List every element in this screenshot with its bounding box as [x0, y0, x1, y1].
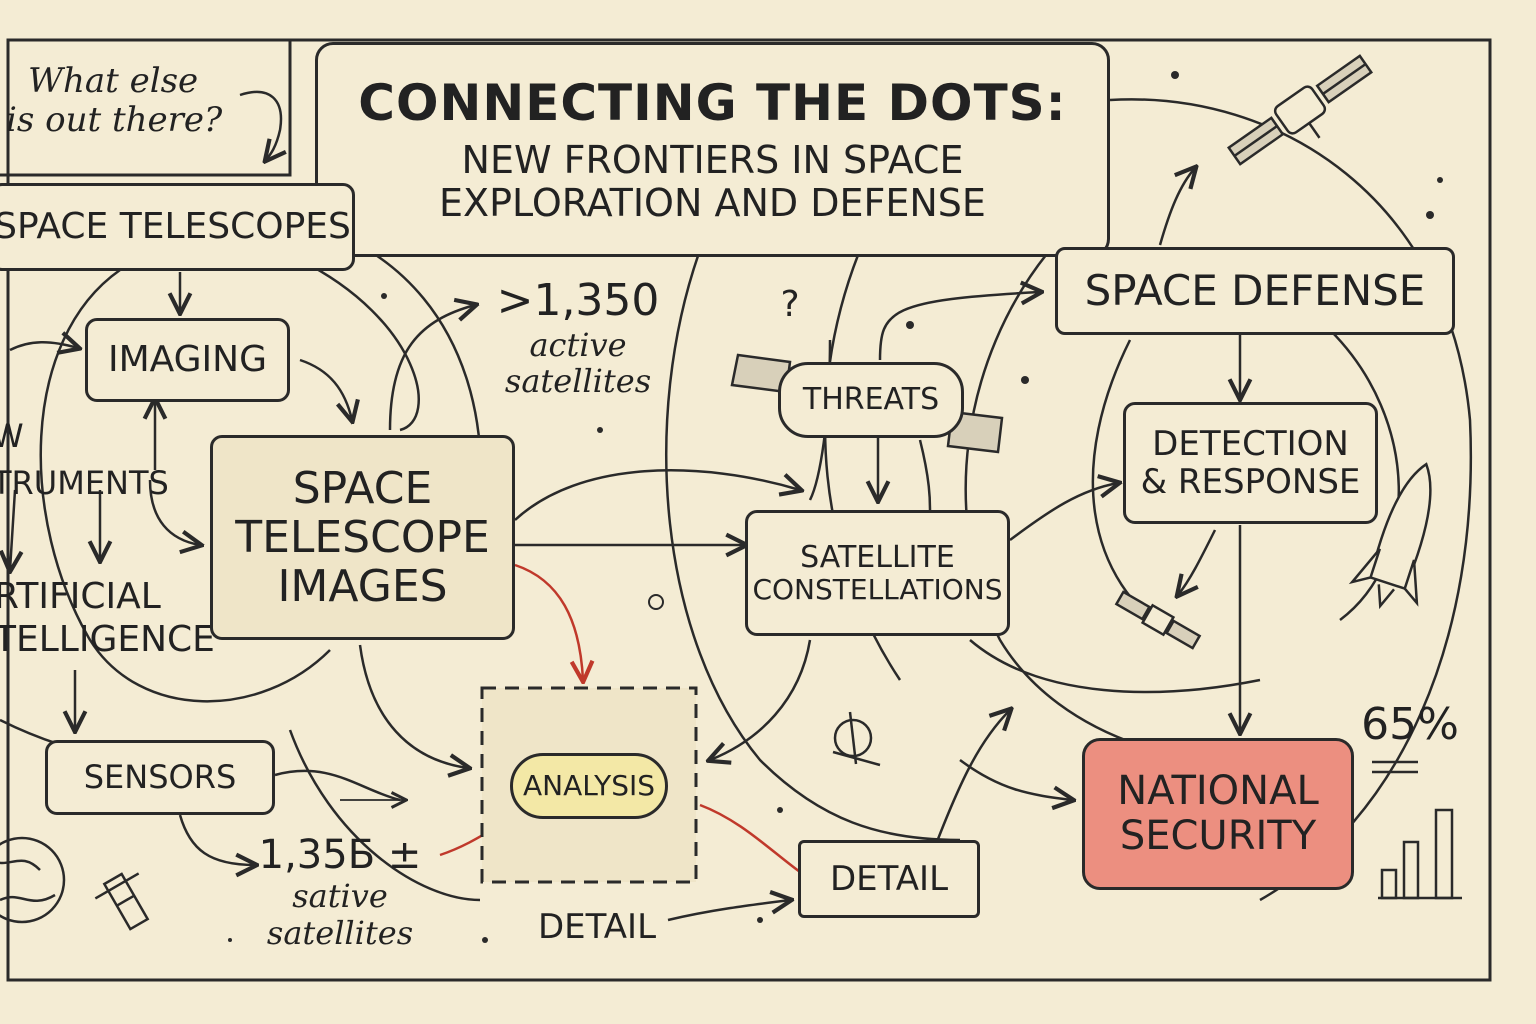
- telescope-icon: [94, 872, 150, 931]
- stat-active-satellites: >1,350 active satellites: [478, 275, 678, 401]
- node-detection-line1: DETECTION: [1152, 423, 1349, 464]
- note-question-line2: is out there?: [6, 100, 223, 141]
- node-artificial-intelligence: RTIFICIAL TELLIGENCE: [0, 576, 215, 661]
- node-detail-label: DETAIL: [537, 907, 657, 947]
- node-sat-const-line2: CONSTELLATIONS: [752, 573, 1003, 607]
- node-new-instruments: W TRUMENTS: [0, 418, 182, 502]
- node-space-telescope-images: SPACE TELESCOPE IMAGES: [210, 435, 515, 640]
- node-sensors: SENSORS: [45, 740, 275, 815]
- node-detection-line2: & RESPONSE: [1140, 462, 1361, 502]
- node-imaging: IMAGING: [85, 318, 290, 402]
- title-sub-line2: EXPLORATION AND DEFENSE: [439, 180, 986, 225]
- stat-top-label-line2: satellites: [504, 362, 652, 401]
- satellite-icon: [1226, 54, 1374, 166]
- stat-bottom-label-line2: satellites: [266, 913, 414, 952]
- title-main: CONNECTING THE DOTS:: [358, 73, 1067, 132]
- note-question: What else is out there?: [6, 61, 236, 141]
- title-box: CONNECTING THE DOTS: NEW FRONTIERS IN SP…: [315, 42, 1110, 257]
- stat-sative-satellites: 1,35Б ± sative satellites: [235, 832, 445, 952]
- node-threats: THREATS: [778, 362, 964, 438]
- node-new-instruments-line1: W: [0, 417, 24, 455]
- arrows: [10, 90, 1240, 922]
- crosshair-icon: [832, 711, 881, 767]
- node-sat-const-line1: SATELLITE: [800, 539, 955, 575]
- stat-top-label-line1: active: [529, 325, 627, 364]
- texture-dots: [228, 71, 1443, 943]
- node-space-defense: SPACE DEFENSE: [1055, 247, 1455, 335]
- note-divider: [0, 40, 292, 177]
- stat-top-value: >1,350: [496, 275, 660, 326]
- globe-icon: [0, 836, 66, 924]
- node-ai-line1: RTIFICIAL: [0, 576, 161, 617]
- node-national-security-line1: NATIONAL: [1117, 768, 1319, 815]
- node-national-security: NATIONAL SECURITY: [1082, 738, 1354, 890]
- node-national-security-line2: SECURITY: [1119, 813, 1317, 859]
- node-detection-response: DETECTION & RESPONSE: [1123, 402, 1378, 524]
- stat-bottom-value: 1,35Б ±: [258, 832, 422, 878]
- node-ai-line2: TELLIGENCE: [0, 619, 215, 661]
- outer-frame: [6, 38, 1492, 982]
- rocket-icon: [1348, 462, 1432, 610]
- stat-bottom-label-line1: sative: [292, 877, 388, 915]
- debris-icon: [730, 353, 1004, 454]
- title-sub-line1: NEW FRONTIERS IN SPACE: [461, 137, 964, 182]
- node-detail-box: DETAIL: [798, 840, 980, 918]
- node-analysis: ANALYSIS: [510, 753, 668, 819]
- node-new-instruments-line2: TRUMENTS: [0, 463, 169, 502]
- note-question-line1: What else: [28, 61, 199, 101]
- question-mark: ?: [780, 284, 800, 325]
- small-satellite-icon: [1114, 590, 1202, 650]
- stat-percent: 65%: [1361, 699, 1459, 750]
- node-satellite-constellations: SATELLITE CONSTELLATIONS: [745, 510, 1010, 636]
- bar-chart-icon: [1372, 760, 1462, 900]
- node-space-telescopes: SPACE TELESCOPES: [0, 183, 355, 271]
